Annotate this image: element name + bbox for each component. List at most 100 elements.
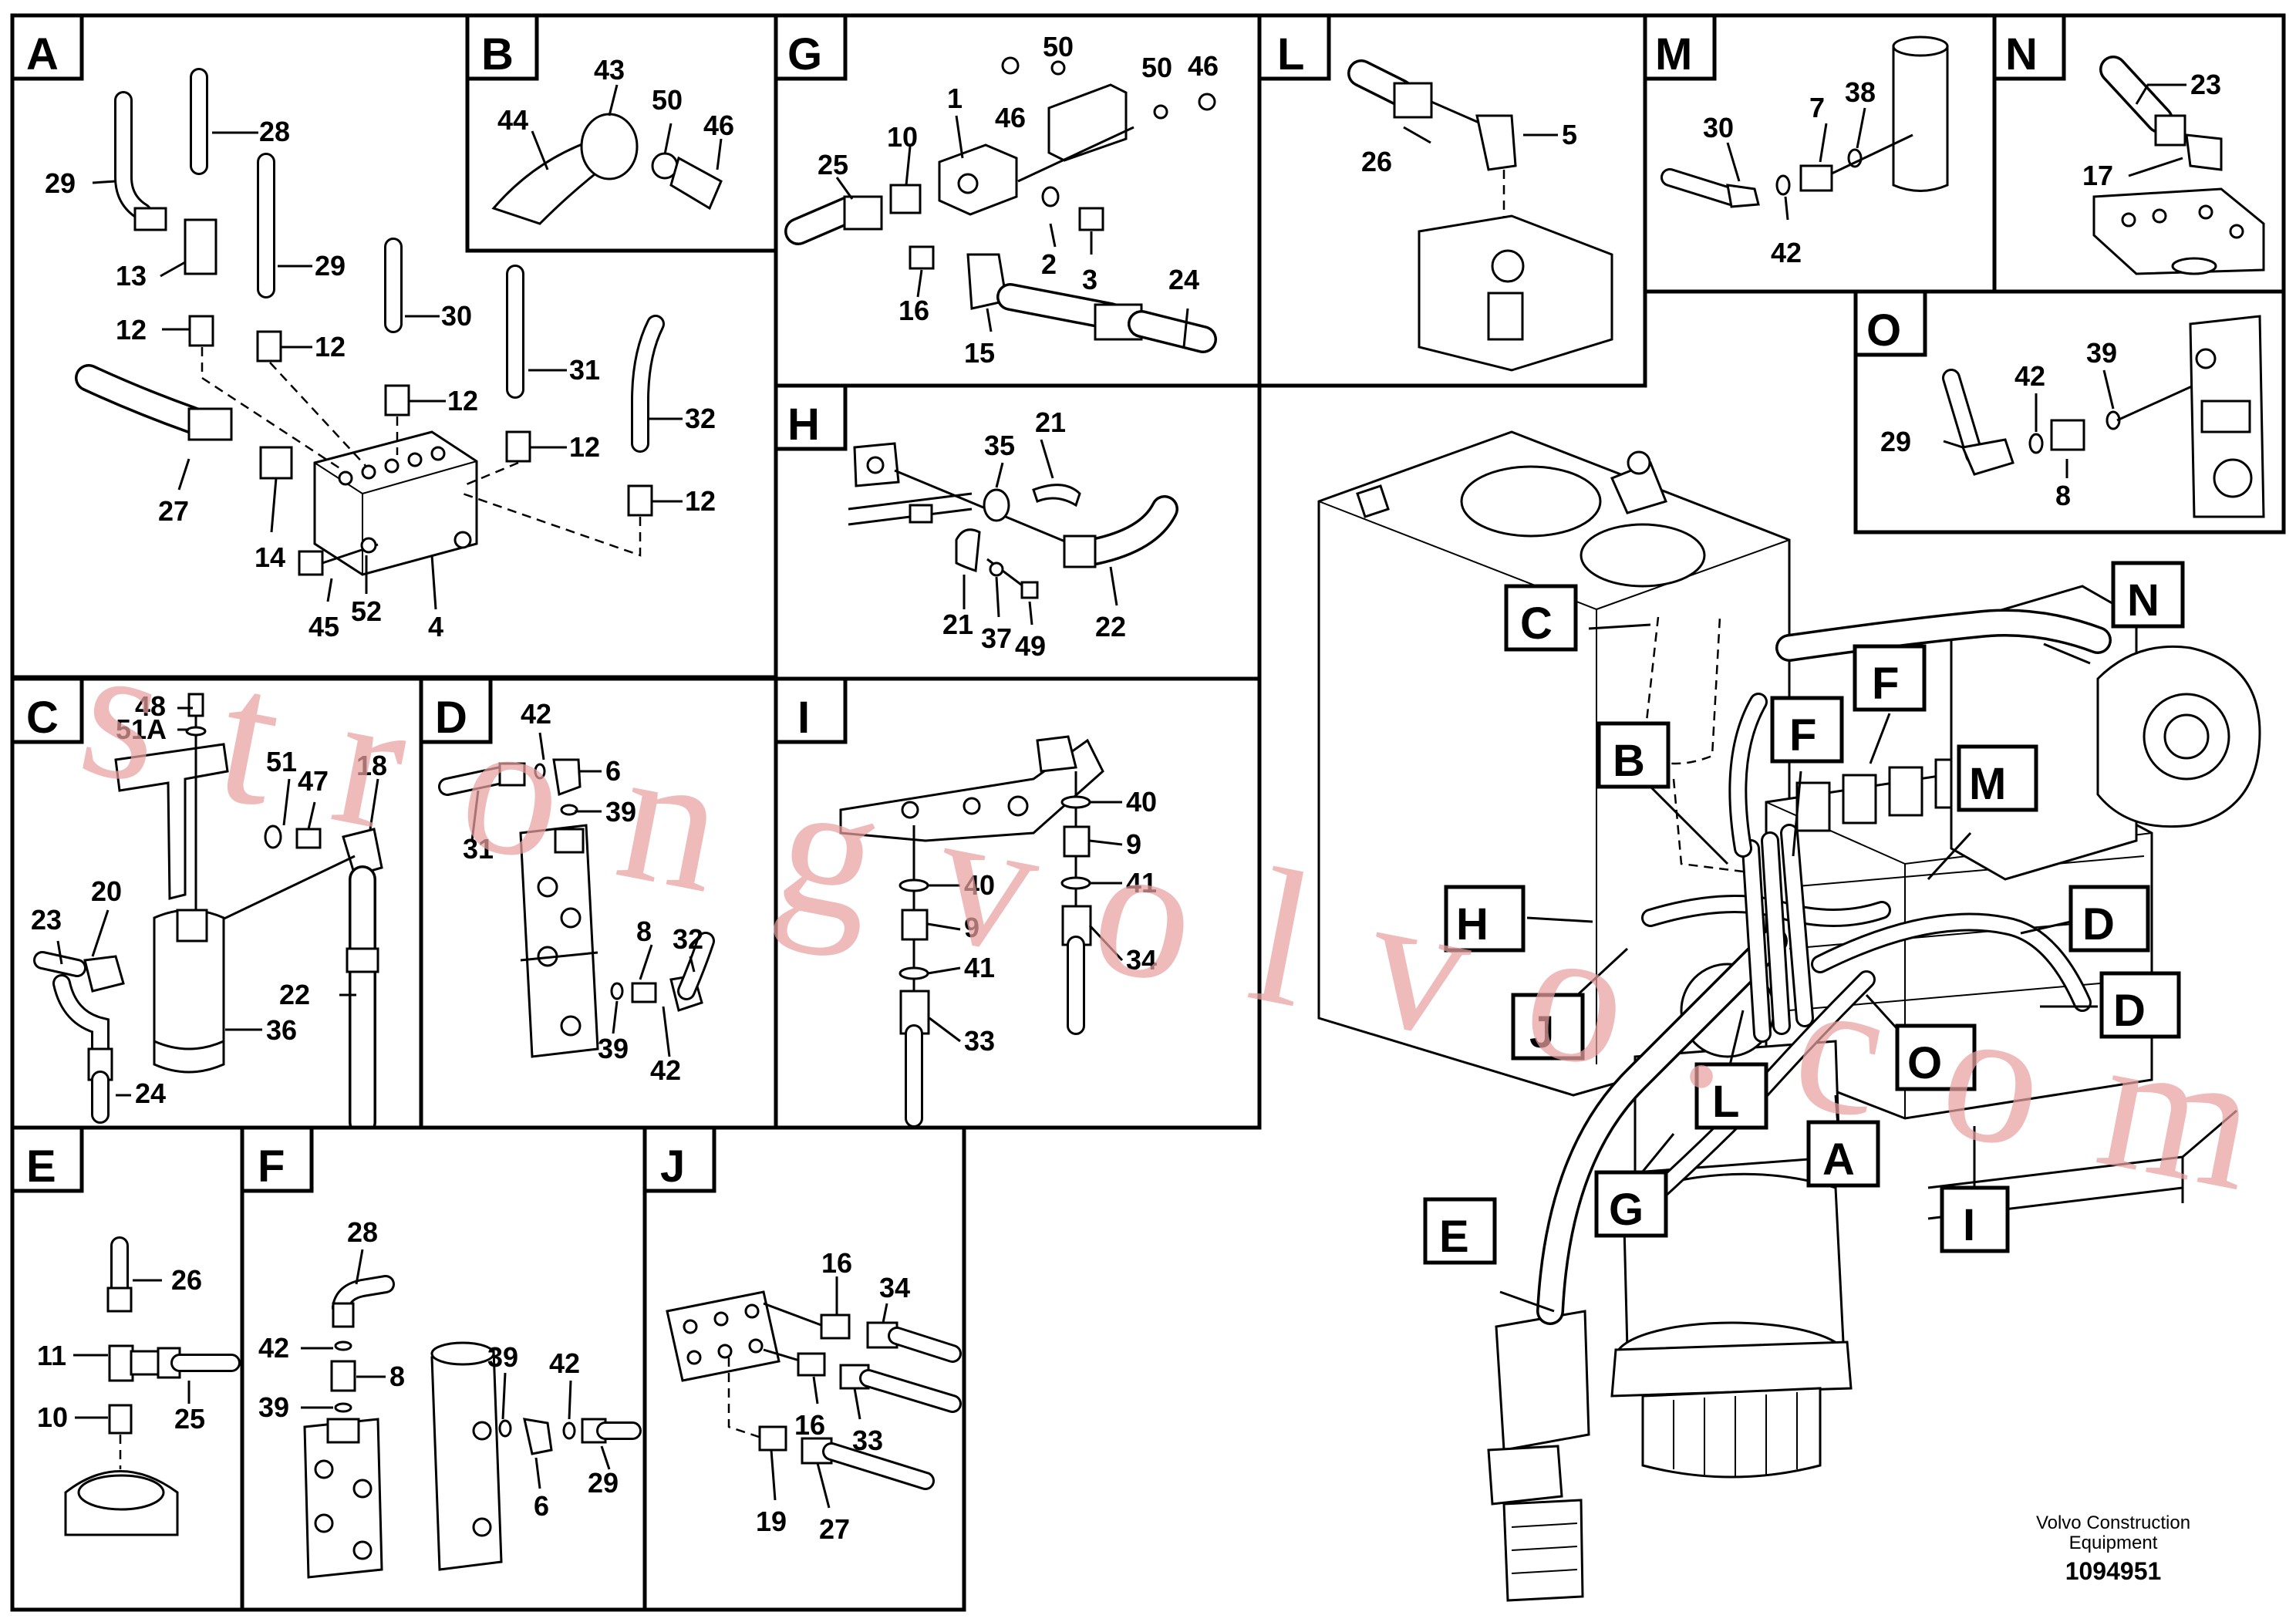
svg-text:40: 40 <box>964 869 995 901</box>
svg-text:B: B <box>1613 736 1645 786</box>
panel-o-tag: O <box>1866 305 1901 356</box>
panel-i-tag: I <box>797 693 810 743</box>
svg-text:12: 12 <box>569 431 600 463</box>
svg-text:39: 39 <box>2086 337 2117 369</box>
svg-text:21: 21 <box>1035 406 1066 438</box>
callout-g: G <box>1594 1170 1668 1238</box>
callout-j: J <box>1511 993 1585 1061</box>
svg-text:39: 39 <box>258 1391 289 1423</box>
svg-text:51A: 51A <box>116 713 167 745</box>
svg-text:21: 21 <box>942 609 973 640</box>
svg-text:7: 7 <box>1809 92 1825 123</box>
svg-text:C: C <box>1520 599 1553 649</box>
svg-text:O: O <box>1907 1038 1942 1088</box>
callout-i: I <box>1940 1185 2010 1253</box>
svg-text:27: 27 <box>819 1513 850 1545</box>
svg-text:3: 3 <box>1082 264 1097 295</box>
svg-text:15: 15 <box>964 337 995 369</box>
svg-text:31: 31 <box>569 354 600 386</box>
svg-text:12: 12 <box>447 385 478 416</box>
svg-text:10: 10 <box>37 1401 68 1433</box>
svg-text:42: 42 <box>549 1347 580 1379</box>
panel-c-tag: C <box>26 693 59 743</box>
svg-text:A: A <box>1822 1135 1855 1185</box>
svg-text:14: 14 <box>255 541 285 573</box>
svg-text:D: D <box>2082 899 2115 949</box>
company-name-line1: Volvo Construction <box>2036 1512 2190 1533</box>
svg-text:27: 27 <box>158 495 189 527</box>
svg-text:40: 40 <box>1126 786 1157 818</box>
callout-m: M <box>1957 744 2038 812</box>
panel-e-tag: E <box>26 1141 56 1192</box>
svg-text:26: 26 <box>171 1264 202 1296</box>
svg-text:42: 42 <box>2014 360 2045 392</box>
svg-text:42: 42 <box>521 698 551 730</box>
svg-text:F: F <box>1789 710 1816 760</box>
svg-text:26: 26 <box>1361 146 1392 177</box>
callout-b: B <box>1596 721 1671 789</box>
svg-text:9: 9 <box>964 912 979 943</box>
svg-text:J: J <box>1529 1007 1554 1057</box>
panel-e: E 26 11 25 10 <box>10 1125 244 1612</box>
svg-text:D: D <box>2113 986 2146 1036</box>
panel-d: D 42 6 39 31 8 32 39 42 <box>419 676 778 1130</box>
svg-text:8: 8 <box>2055 480 2071 511</box>
svg-text:16: 16 <box>899 295 929 326</box>
callout-c: C <box>1504 584 1578 652</box>
svg-text:L: L <box>1712 1077 1739 1127</box>
svg-text:1: 1 <box>947 83 963 114</box>
svg-text:24: 24 <box>1168 264 1199 295</box>
svg-text:9: 9 <box>1126 828 1141 860</box>
callout-a: A <box>1806 1120 1880 1188</box>
panel-n-tag: N <box>2005 29 2038 79</box>
panel-j: J 16 34 16 33 19 27 <box>642 1125 966 1612</box>
svg-text:50: 50 <box>652 84 683 116</box>
svg-text:10: 10 <box>887 121 918 153</box>
svg-text:42: 42 <box>258 1332 289 1364</box>
svg-text:39: 39 <box>487 1341 518 1373</box>
svg-text:41: 41 <box>964 952 995 983</box>
svg-text:50: 50 <box>1141 52 1172 83</box>
svg-text:G: G <box>1609 1185 1644 1235</box>
callout-d-2: D <box>2099 971 2181 1039</box>
svg-text:43: 43 <box>594 54 625 86</box>
svg-text:23: 23 <box>31 904 62 936</box>
svg-text:48: 48 <box>135 690 166 722</box>
panel-g-tag: G <box>787 29 822 79</box>
svg-text:22: 22 <box>279 979 310 1010</box>
svg-text:12: 12 <box>685 485 716 517</box>
svg-text:46: 46 <box>1188 50 1219 82</box>
svg-text:33: 33 <box>964 1025 995 1057</box>
svg-text:12: 12 <box>315 331 346 363</box>
panel-n: N 23 17 <box>1992 13 2286 294</box>
svg-text:34: 34 <box>1126 944 1157 976</box>
svg-text:8: 8 <box>389 1361 405 1392</box>
svg-text:45: 45 <box>308 611 339 642</box>
overview-callouts: C N F F B M H D D J O L A I G E <box>1423 561 2185 1265</box>
panel-l-tag: L <box>1277 29 1304 79</box>
svg-text:33: 33 <box>852 1425 883 1456</box>
svg-text:28: 28 <box>347 1216 378 1248</box>
panel-f: F 28 42 8 39 39 42 6 29 <box>240 1125 647 1612</box>
svg-text:29: 29 <box>315 250 346 282</box>
svg-text:25: 25 <box>174 1403 205 1435</box>
panel-g: G 50 46 50 46 1 25 10 2 3 16 15 24 <box>774 13 1262 388</box>
svg-text:44: 44 <box>497 104 528 136</box>
svg-text:17: 17 <box>2082 160 2113 191</box>
svg-text:38: 38 <box>1845 76 1876 108</box>
panel-a-tag: A <box>26 29 59 79</box>
svg-text:49: 49 <box>1015 630 1046 662</box>
footer: Volvo Construction Equipment 1094951 <box>2036 1512 2190 1585</box>
svg-text:32: 32 <box>673 923 703 955</box>
svg-text:18: 18 <box>356 750 387 781</box>
svg-text:F: F <box>1872 659 1899 709</box>
callout-f-2: F <box>1770 696 1844 764</box>
svg-text:52: 52 <box>351 595 382 627</box>
svg-text:24: 24 <box>135 1077 166 1109</box>
svg-text:39: 39 <box>598 1033 629 1064</box>
panel-o: O 39 42 29 8 <box>1853 289 2286 534</box>
svg-text:41: 41 <box>1126 867 1157 899</box>
svg-text:30: 30 <box>1703 112 1734 143</box>
svg-text:50: 50 <box>1043 31 1074 62</box>
